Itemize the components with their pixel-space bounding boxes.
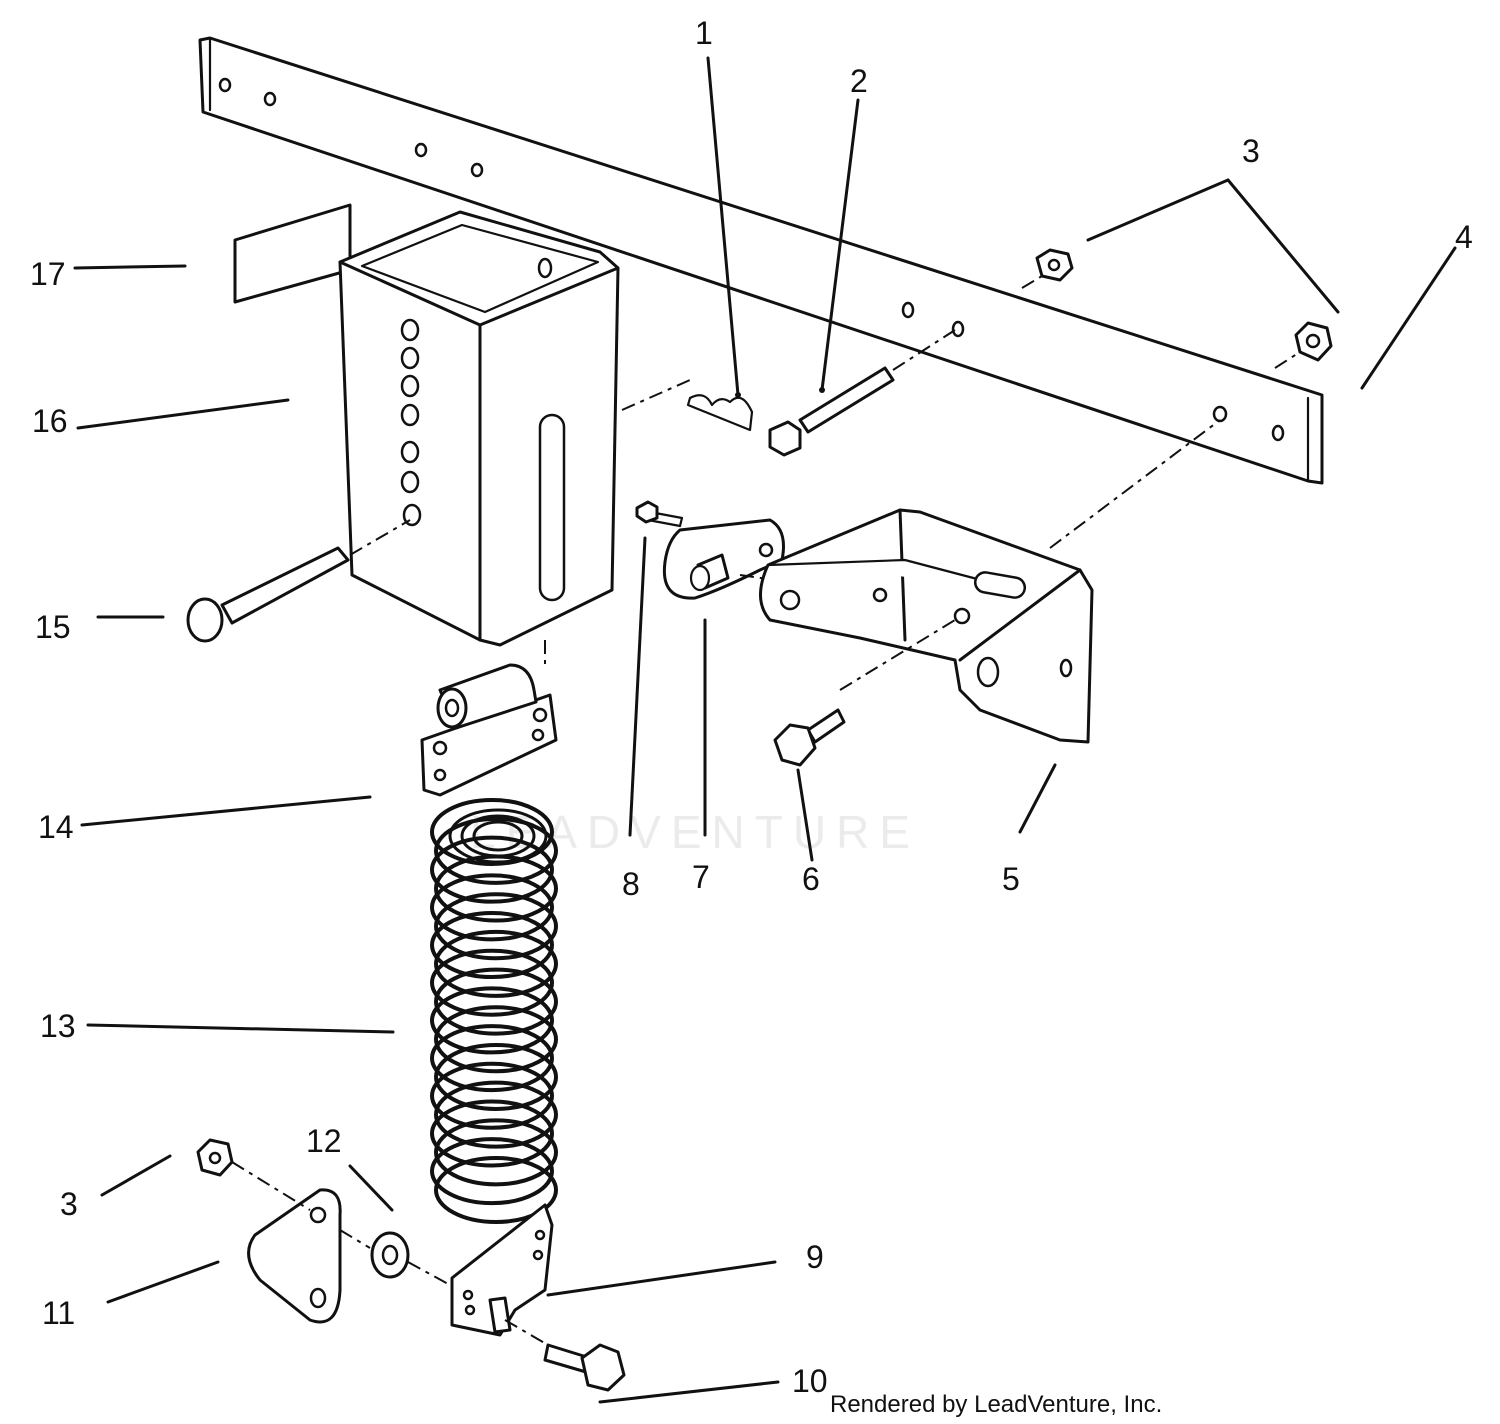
callout-3-lower: 3 xyxy=(60,1186,78,1222)
part-1-clip xyxy=(686,394,754,432)
part-8-screw xyxy=(635,500,684,528)
spring-coil xyxy=(430,948,554,1017)
part-15-pin xyxy=(186,546,350,643)
spring-coil xyxy=(430,798,554,866)
spring-coil xyxy=(434,1118,558,1187)
callout-5: 5 xyxy=(1002,861,1020,897)
spring-coil xyxy=(434,929,558,998)
callout-15: 15 xyxy=(35,609,71,645)
callout-9: 9 xyxy=(806,1239,824,1275)
part-6-bolt xyxy=(773,708,846,767)
part-9-bracket xyxy=(450,1203,554,1337)
spring-coil xyxy=(434,1080,558,1149)
spring-coil xyxy=(430,1024,554,1093)
part-3-nut-upper-1 xyxy=(1035,248,1074,282)
callout-16: 16 xyxy=(32,403,68,439)
callout-3-upper: 3 xyxy=(1242,133,1260,169)
callout-11: 11 xyxy=(42,1295,75,1331)
part-7-plate xyxy=(662,518,785,600)
spring-coil xyxy=(430,1137,554,1206)
leader-lines xyxy=(73,56,1457,1404)
spring-inner-coil xyxy=(460,814,536,858)
part-3-nut-lower xyxy=(196,1138,234,1177)
part-14-cap xyxy=(420,663,558,797)
spring-inner-coil xyxy=(472,820,524,852)
callout-17: 17 xyxy=(30,256,66,292)
part-2-bolt xyxy=(768,366,895,457)
spring-coil xyxy=(434,892,558,961)
spring-coil xyxy=(430,911,554,980)
spring-coil xyxy=(430,835,554,904)
spring-coil xyxy=(434,1156,558,1224)
callout-6: 6 xyxy=(802,861,820,897)
callout-10: 10 xyxy=(792,1363,828,1399)
callout-14: 14 xyxy=(38,809,74,845)
callout-8: 8 xyxy=(622,866,640,902)
part-12-washer xyxy=(370,1231,410,1279)
spring-coil xyxy=(434,1005,558,1074)
spring-coil xyxy=(434,816,558,885)
credit-text: Rendered by LeadVenture, Inc. xyxy=(830,1391,1162,1418)
part-3-nut-upper-2 xyxy=(1294,321,1333,362)
callout-12: 12 xyxy=(306,1123,342,1159)
spring-coil xyxy=(434,967,558,1036)
callout-2: 2 xyxy=(850,63,868,99)
spring-coil xyxy=(430,986,554,1055)
part-4-bar xyxy=(198,36,1324,485)
callout-13: 13 xyxy=(40,1008,76,1044)
spring-coil xyxy=(430,1061,554,1130)
callout-7: 7 xyxy=(692,859,710,895)
spring-coil xyxy=(430,1099,554,1168)
callout-1: 1 xyxy=(695,15,713,51)
part-5-bracket xyxy=(759,508,1094,744)
spring-inner-coil xyxy=(448,808,548,864)
spring-coil xyxy=(430,873,554,942)
part-10-bolt xyxy=(543,1343,626,1392)
part-16-tube xyxy=(338,210,620,647)
callout-4: 4 xyxy=(1455,219,1473,255)
part-17-decal xyxy=(233,203,352,304)
part-13-spring xyxy=(430,798,558,1224)
spring-coil xyxy=(434,1042,558,1111)
part-11-plate xyxy=(247,1188,342,1324)
